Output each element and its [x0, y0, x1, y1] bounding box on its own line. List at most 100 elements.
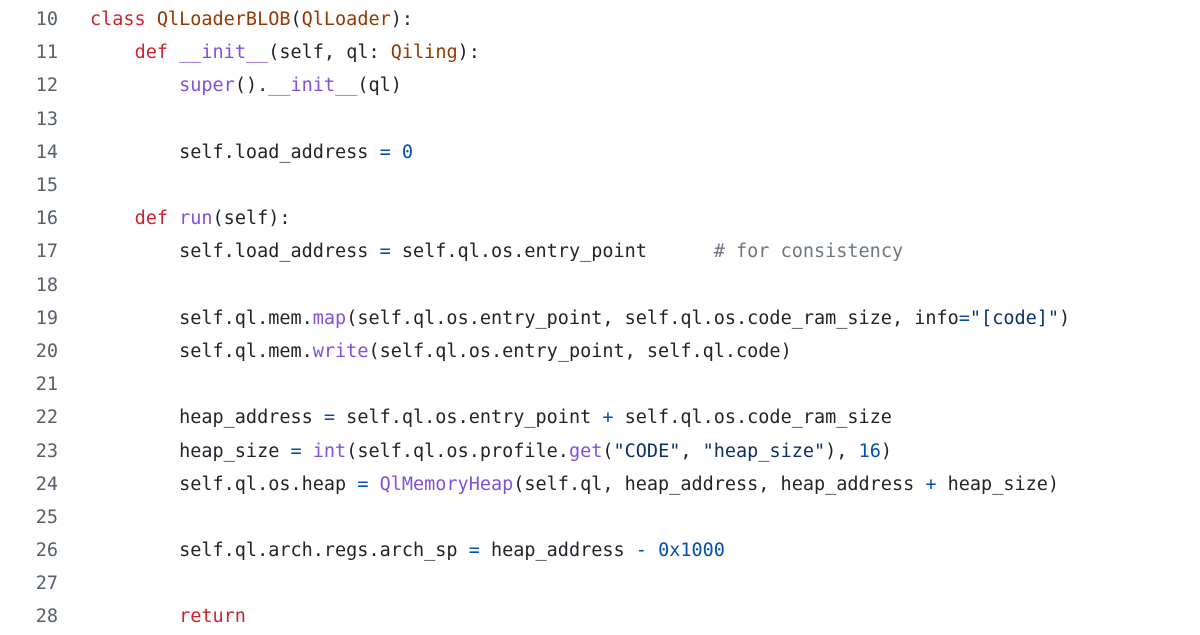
- code-token: [368, 474, 379, 495]
- code-token: [391, 142, 402, 163]
- code-token: super: [179, 75, 235, 97]
- code-token: heap_address: [90, 407, 324, 429]
- code-token: ),: [825, 440, 859, 462]
- code-token: (self, ql:: [268, 42, 391, 64]
- code-token: QlMemoryHeap: [379, 473, 514, 495]
- line-number[interactable]: 26: [35, 540, 58, 562]
- line-number[interactable]: 18: [35, 274, 58, 296]
- code-token: self.load_address: [90, 141, 380, 163]
- line-number[interactable]: 24: [35, 473, 58, 495]
- code-token: [302, 441, 313, 462]
- line-number[interactable]: 12: [35, 75, 58, 97]
- line-number[interactable]: 17: [35, 241, 58, 263]
- line-code: def __init__(self, ql: Qiling):: [58, 42, 480, 63]
- code-token: # for consistency: [713, 241, 904, 263]
- code-token: return: [179, 606, 246, 628]
- code-line: 20 self.ql.mem.write(self.ql.os.entry_po…: [0, 335, 1200, 368]
- code-token: ): [880, 440, 892, 462]
- code-token: self.ql.os.code_ram_size: [613, 407, 892, 429]
- code-token: self.ql.os.entry_point: [390, 241, 714, 263]
- line-number[interactable]: 23: [35, 440, 58, 462]
- line-number[interactable]: 10: [35, 9, 58, 31]
- code-line: 11 def __init__(self, ql: Qiling):: [0, 36, 1200, 69]
- line-code: self.load_address = self.ql.os.entry_poi…: [58, 241, 903, 262]
- code-token: QlLoader: [301, 9, 391, 31]
- code-token: (self.ql.os.entry_point, self.ql.os.code…: [346, 307, 959, 329]
- code-line: 25: [0, 501, 1200, 534]
- code-token: (: [290, 9, 302, 31]
- code-token: write: [312, 340, 369, 362]
- line-code: class QlLoaderBLOB(QlLoader):: [58, 9, 413, 30]
- line-number[interactable]: 21: [35, 374, 58, 396]
- line-code: heap_address = self.ql.os.entry_point + …: [58, 407, 892, 428]
- code-token: [90, 606, 179, 627]
- code-token: -: [635, 540, 647, 562]
- code-token: [90, 75, 179, 96]
- line-number[interactable]: 13: [35, 108, 58, 130]
- code-line: 24 self.ql.os.heap = QlMemoryHeap(self.q…: [0, 468, 1200, 501]
- code-token: (self.ql.os.entry_point, self.ql.code): [368, 340, 792, 362]
- code-token: (ql): [357, 75, 402, 97]
- code-token: ):: [390, 9, 414, 31]
- code-token: +: [925, 473, 937, 495]
- code-token: self.load_address: [90, 241, 380, 263]
- code-token: run: [179, 208, 213, 230]
- code-line: 13: [0, 103, 1200, 136]
- code-token: 0: [401, 141, 414, 163]
- line-code: self.load_address = 0: [58, 142, 413, 163]
- code-line: 28 return: [0, 600, 1200, 633]
- code-token: Qiling: [390, 42, 458, 64]
- line-number[interactable]: 14: [35, 141, 58, 163]
- code-token: self.ql.os.entry_point: [335, 407, 603, 429]
- code-token: =: [468, 540, 480, 562]
- code-token: heap_size: [90, 440, 291, 462]
- code-token: def: [134, 42, 180, 64]
- code-token: self.ql.mem.: [90, 307, 313, 329]
- code-token: heap_size): [936, 473, 1060, 495]
- code-token: self.ql.mem.: [90, 340, 313, 362]
- code-token: [90, 208, 135, 229]
- code-line: 21: [0, 368, 1200, 401]
- code-token: heap_address: [479, 540, 636, 562]
- code-line: 18: [0, 269, 1200, 302]
- code-token: int: [312, 440, 347, 462]
- line-code: super().__init__(ql): [58, 75, 402, 96]
- line-code: self.ql.os.heap = QlMemoryHeap(self.ql, …: [58, 474, 1059, 495]
- code-token: map: [312, 307, 347, 329]
- code-token: +: [602, 407, 614, 429]
- code-token: 16: [858, 440, 881, 462]
- code-token: (: [602, 440, 614, 462]
- line-number[interactable]: 16: [35, 208, 58, 230]
- line-number[interactable]: 22: [35, 407, 58, 429]
- line-number[interactable]: 11: [35, 42, 58, 64]
- code-token: "[code]": [969, 307, 1060, 329]
- line-number[interactable]: 27: [35, 573, 58, 595]
- line-code: self.ql.mem.write(self.ql.os.entry_point…: [58, 341, 792, 362]
- line-code: self.ql.mem.map(self.ql.os.entry_point, …: [58, 308, 1070, 329]
- code-token: self.ql.arch.regs.arch_sp: [90, 540, 469, 562]
- code-token: get: [568, 440, 603, 462]
- code-token: [90, 42, 135, 63]
- code-line: 23 heap_size = int(self.ql.os.profile.ge…: [0, 434, 1200, 467]
- line-code: def run(self):: [58, 208, 291, 229]
- line-number[interactable]: 28: [35, 606, 58, 628]
- line-code: return: [58, 606, 246, 627]
- code-token: =: [379, 241, 391, 263]
- code-token: 0x1000: [658, 540, 725, 562]
- code-line: 27: [0, 567, 1200, 600]
- code-token: =: [357, 473, 369, 495]
- code-token: (self.ql.os.profile.: [346, 440, 569, 462]
- code-line: 15: [0, 169, 1200, 202]
- line-number[interactable]: 15: [35, 175, 58, 197]
- code-line: 19 self.ql.mem.map(self.ql.os.entry_poin…: [0, 302, 1200, 335]
- line-number[interactable]: 25: [35, 506, 58, 528]
- line-number[interactable]: 19: [35, 307, 58, 329]
- code-token: [647, 540, 658, 561]
- code-token: self.ql.os.heap: [90, 473, 358, 495]
- code-token: ,: [680, 440, 703, 462]
- line-number[interactable]: 20: [35, 340, 58, 362]
- line-code: heap_size = int(self.ql.os.profile.get("…: [58, 441, 892, 462]
- code-token: QlLoaderBLOB: [156, 9, 291, 31]
